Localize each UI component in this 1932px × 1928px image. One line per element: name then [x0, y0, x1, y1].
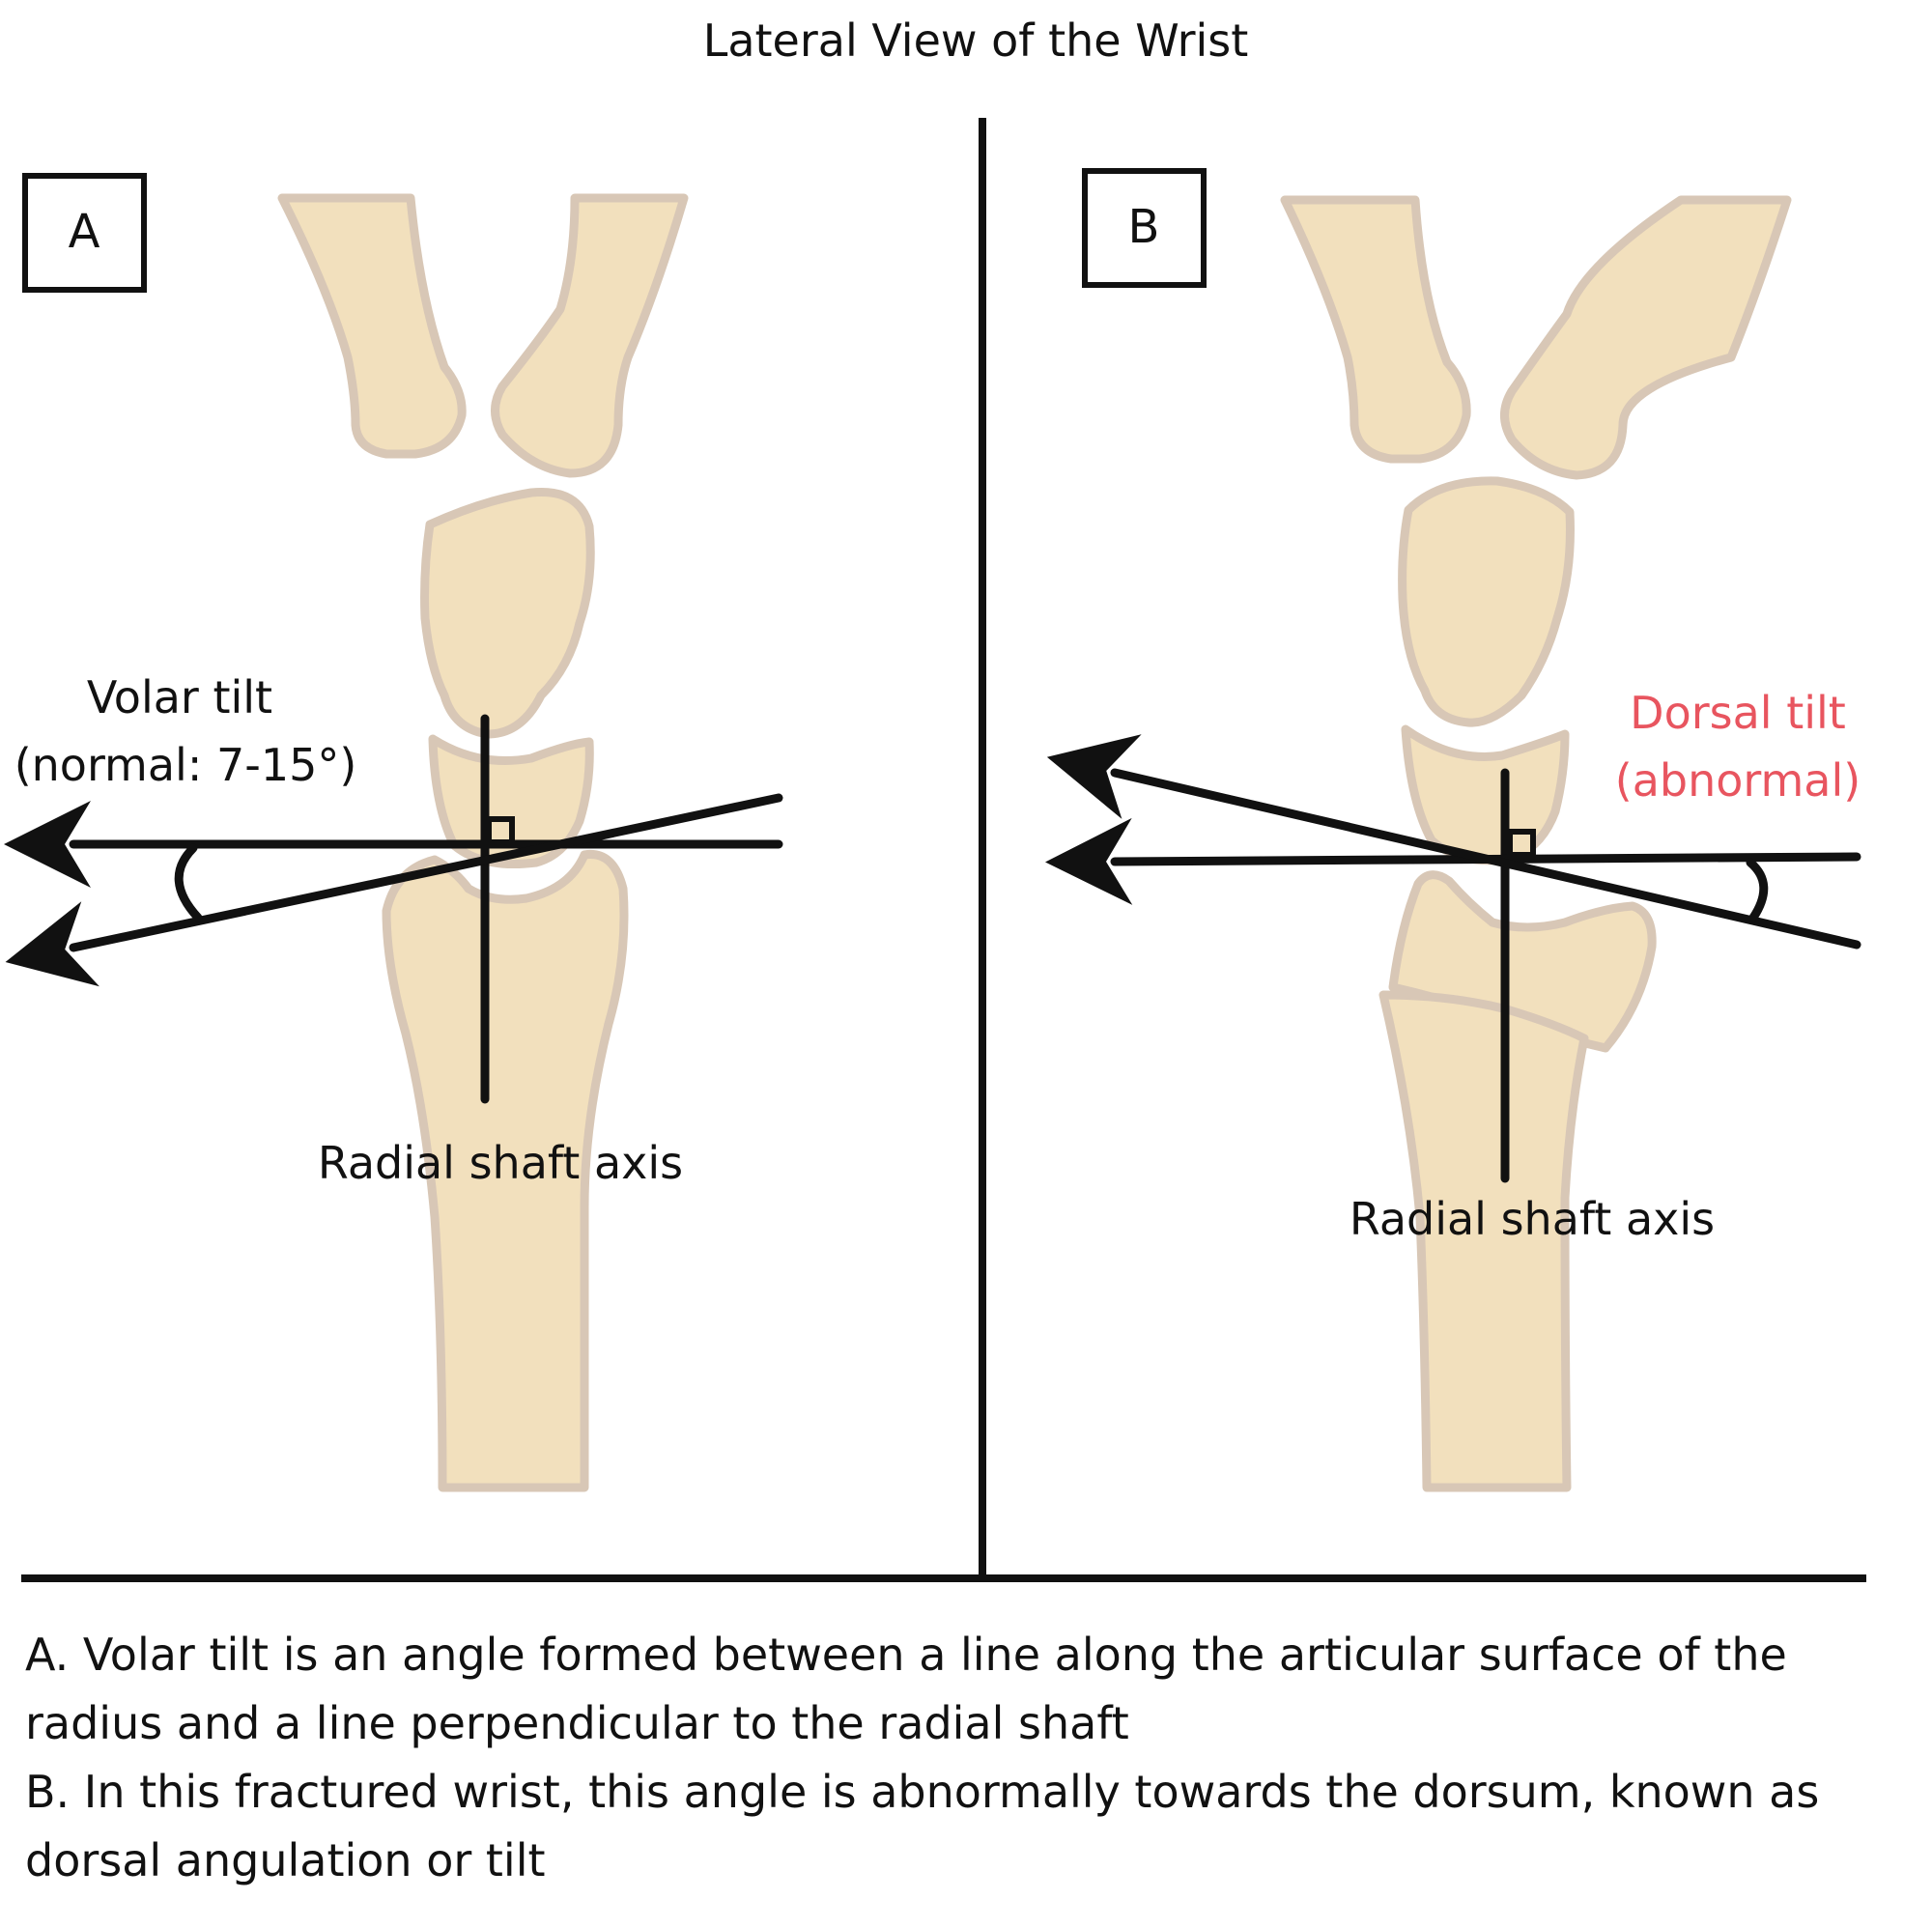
dorsal-tilt-abnormal-label: (abnormal) — [1615, 754, 1861, 807]
radial-shaft-axis-label: Radial shaft axis — [1350, 1193, 1715, 1245]
caption-b: B. In this fractured wrist, this angle i… — [25, 1766, 1820, 1886]
dorsal-tilt-label: Dorsal tilt — [1630, 687, 1846, 739]
radius-bone-shaft — [1378, 990, 1589, 1492]
carpal-bone — [1398, 476, 1575, 727]
metacarpal-left — [277, 193, 467, 459]
metacarpal-right — [491, 193, 689, 478]
caption-a: A. Volar tilt is an angle formed between… — [25, 1629, 1787, 1749]
metacarpal-right — [1500, 195, 1792, 480]
panel-a-label: A — [69, 205, 100, 259]
panel-a-label-box: A — [22, 173, 147, 293]
panel-b-label-box: B — [1082, 168, 1207, 288]
metacarpal-left — [1280, 195, 1471, 464]
right-angle-marker — [1507, 829, 1536, 858]
panel-a-label-border — [22, 173, 147, 293]
dorsal-tilt-angle-arc — [1746, 858, 1769, 922]
volar-tilt-angle-arc — [174, 843, 203, 922]
carpal-bone — [420, 487, 595, 739]
panel-b-lines — [1045, 734, 1861, 1183]
radial-shaft-axis-label: Radial shaft axis — [318, 1137, 683, 1189]
articular-surface-line — [1046, 734, 1861, 950]
panel-a: A Volar tilt (normal: 7-15°) Radial shaf… — [4, 173, 783, 1492]
panel-b: B Dorsal tilt (abnormal) Radial shaft ax… — [1045, 168, 1861, 1492]
volar-tilt-range-label: (normal: 7-15°) — [14, 739, 357, 791]
scaphoid-bone — [1401, 724, 1570, 865]
right-angle-marker — [486, 816, 515, 845]
volar-tilt-label: Volar tilt — [87, 671, 272, 723]
articular-surface-line — [5, 793, 783, 987]
figure-caption: A. Volar tilt is an angle formed between… — [25, 1621, 1918, 1895]
panel-b-label: B — [1128, 200, 1160, 254]
panel-b-label-border — [1082, 168, 1207, 288]
panel-a-lines — [4, 714, 783, 1104]
panel-b-bones — [1280, 195, 1792, 1492]
page-title: Lateral View of the Wrist — [702, 14, 1249, 67]
